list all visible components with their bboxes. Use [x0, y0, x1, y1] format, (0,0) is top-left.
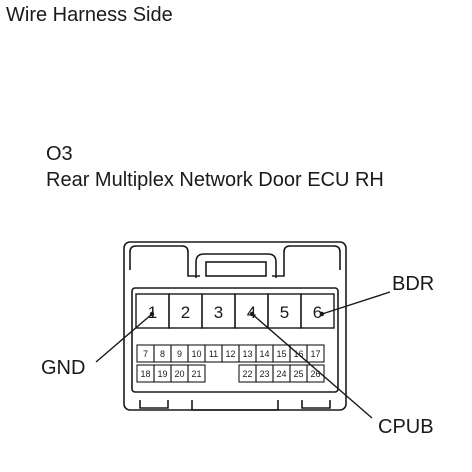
small-pin-row-2-labels: 18 19 20 21 22 23 24 25 26: [140, 369, 320, 379]
pin-24-label: 24: [276, 369, 286, 379]
pin-25-label: 25: [293, 369, 303, 379]
connector-name: Rear Multiplex Network Door ECU RH: [46, 169, 384, 191]
leader-bdr: [321, 291, 391, 315]
pin-cell-17: [306, 344, 325, 363]
pin-7-label: 7: [143, 349, 148, 359]
housing-right-ear: [272, 245, 341, 277]
small-pin-row-1: [136, 344, 325, 363]
small-pin-row-2: [136, 364, 325, 383]
latch-outer: [195, 253, 277, 278]
callout-cpub: CPUB: [378, 416, 434, 438]
latch-inner: [205, 261, 267, 277]
pin-cell-21: [187, 364, 206, 383]
pin-20-label: 20: [174, 369, 184, 379]
callout-bdr: BDR: [392, 273, 435, 295]
big-pin-row: [135, 293, 335, 329]
pin-12-label: 12: [225, 349, 235, 359]
connector-code: O3: [46, 143, 73, 165]
housing-cavity: [131, 287, 339, 393]
housing-tab-right: [301, 400, 331, 409]
pin-22-label: 22: [242, 369, 252, 379]
leader-dot-gnd: [149, 311, 155, 317]
diagram-title: Wire Harness Side: [6, 4, 173, 26]
leader-dot-cpub: [249, 311, 255, 317]
pin-8-label: 8: [160, 349, 165, 359]
connector-housing: [123, 241, 347, 411]
leader-lines: [95, 291, 391, 419]
pin-14-label: 14: [259, 349, 269, 359]
pin-2-label: 2: [181, 303, 190, 322]
leader-dot-bdr: [319, 311, 325, 317]
leader-dots: [149, 311, 325, 317]
pin-15-label: 15: [276, 349, 286, 359]
leader-gnd: [95, 313, 153, 363]
housing-tab-left: [139, 400, 169, 409]
pin-11-label: 11: [209, 349, 218, 359]
pin-cell-26: [306, 364, 325, 383]
pin-23-label: 23: [259, 369, 269, 379]
pin-3-label: 3: [214, 303, 223, 322]
pin-17-label: 17: [310, 349, 320, 359]
pin-26-label: 26: [310, 369, 320, 379]
leader-cpub: [251, 313, 373, 419]
pin-9-label: 9: [177, 349, 182, 359]
pin-18-label: 18: [140, 369, 150, 379]
pin-5-label: 5: [280, 303, 289, 322]
housing-left-ear: [129, 245, 200, 277]
pin-6-label: 6: [313, 303, 322, 322]
pin-21-label: 21: [191, 369, 201, 379]
callout-gnd: GND: [41, 357, 86, 379]
pin-13-label: 13: [242, 349, 252, 359]
pin-19-label: 19: [157, 369, 167, 379]
pin-cell-6: [300, 293, 335, 329]
housing-tab-center: [191, 400, 279, 411]
pin-10-label: 10: [191, 349, 201, 359]
